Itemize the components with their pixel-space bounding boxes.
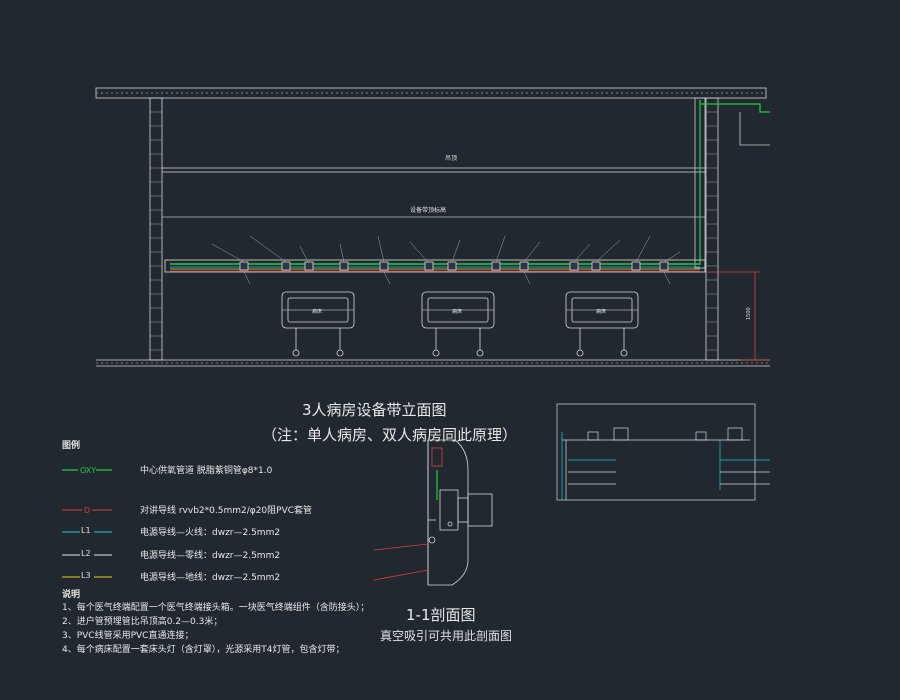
legend-text-l2: 电源导线—零线：dwzr—2.5mm2 bbox=[140, 549, 280, 561]
note-line-1: 1、每个医气终端配置一个医气终端接头箱。一块医气终端组件（含防接头）； bbox=[62, 601, 369, 613]
section-subtitle: 真空吸引可共用此剖面图 bbox=[380, 629, 512, 643]
band-top-label: 设备带顶标高 bbox=[410, 206, 446, 214]
left-wall bbox=[149, 97, 163, 361]
note-line-3: 3、PVC线管采用PVC直通连接； bbox=[62, 629, 193, 641]
note-line-2: 2、进户管预埋管比吊顶高0.2—0.3米； bbox=[62, 615, 222, 627]
note-line-4: 4、每个病床配置一套床头灯（含灯罩），光源采用T4灯管，包含灯带； bbox=[62, 643, 344, 655]
right-wall bbox=[705, 97, 719, 361]
legend-text-oxy: 中心供氧管道 脱脂紫铜管φ8*1.0 bbox=[140, 464, 273, 476]
dimension-1500: 1500 bbox=[746, 307, 752, 320]
legend-symbol-l1: L1 bbox=[81, 526, 91, 535]
elevation-note: （注：单人病房、双人病房同此原理） bbox=[262, 426, 517, 444]
equipment-band bbox=[164, 259, 706, 273]
section-1-1-drawing bbox=[373, 439, 493, 586]
section-wall-profile bbox=[427, 439, 469, 586]
bed-2 bbox=[421, 291, 495, 357]
legend-text-l3: 电源导线—地线：dwzr—2.5mm2 bbox=[140, 571, 280, 583]
legend-symbol-d: D bbox=[84, 506, 90, 515]
elevation-title: 3人病房设备带立面图 bbox=[302, 401, 447, 419]
bed-1 bbox=[281, 291, 355, 357]
legend-item-d: D 对讲导线 rvvb2*0.5mm2/φ20阻PVC套管 bbox=[62, 504, 312, 516]
legend-symbol-l2: L2 bbox=[81, 549, 91, 558]
notes-heading: 说明 bbox=[62, 588, 80, 600]
bed-1-label: 病床 bbox=[312, 308, 322, 315]
detail-schematic bbox=[556, 403, 770, 501]
legend-heading: 图例 bbox=[62, 439, 80, 451]
legend-item-oxy: OXY 中心供氧管道 脱脂紫铜管φ8*1.0 bbox=[62, 464, 273, 476]
legend-symbol-oxy: OXY bbox=[80, 466, 96, 475]
legend: OXY 中心供氧管道 脱脂紫铜管φ8*1.0 D 对讲导线 rvvb2*0.5m… bbox=[62, 464, 312, 583]
bed-3-label: 病床 bbox=[596, 308, 606, 315]
legend-item-l3: L3 电源导线—地线：dwzr—2.5mm2 bbox=[62, 571, 280, 583]
bed-3 bbox=[565, 291, 639, 357]
legend-item-l2: L2 电源导线—零线：dwzr—2.5mm2 bbox=[62, 549, 280, 561]
ceiling-label: 吊顶 bbox=[445, 155, 457, 162]
legend-text-l1: 电源导线—火线：dwzr—2.5mm2 bbox=[140, 526, 280, 538]
bed-2-label: 病床 bbox=[452, 308, 462, 315]
riser-pipe bbox=[694, 97, 706, 269]
elevation-drawing bbox=[95, 87, 770, 367]
legend-item-l1: L1 电源导线—火线：dwzr—2.5mm2 bbox=[62, 526, 280, 538]
legend-symbol-l3: L3 bbox=[81, 571, 91, 580]
section-title: 1-1剖面图 bbox=[406, 606, 476, 624]
legend-text-d: 对讲导线 rvvb2*0.5mm2/φ20阻PVC套管 bbox=[140, 504, 312, 516]
